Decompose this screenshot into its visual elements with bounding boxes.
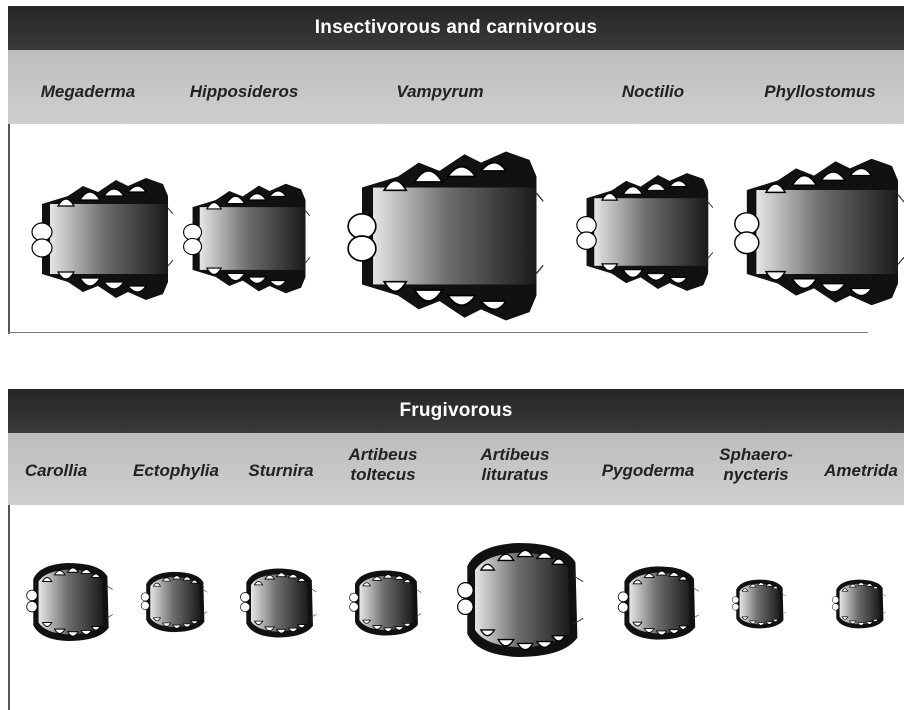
genus-label-hipposideros: Hipposideros <box>190 82 299 102</box>
palate-sphaeronycteris <box>728 561 788 647</box>
palate-noctilio <box>573 162 713 302</box>
palate-megaderma <box>28 174 173 304</box>
palate-sturnira <box>234 565 320 641</box>
palate-pygoderma <box>612 555 702 651</box>
genus-label-carollia: Carollia <box>25 461 87 481</box>
genus-label-phyllostomus: Phyllostomus <box>764 82 875 102</box>
palate-artibeus-lituratus <box>448 517 588 683</box>
genus-label-artibeus-toltecus: Artibeus toltecus <box>338 445 428 485</box>
genus-label-megaderma: Megaderma <box>41 82 135 102</box>
genus-label-sphaeronycteris: Sphaero- nycteris <box>711 445 801 485</box>
palate-ametrida <box>828 561 888 647</box>
palate-hipposideros <box>180 176 310 301</box>
palate-ectophylia <box>136 565 210 639</box>
palate-phyllostomus <box>730 152 904 312</box>
insectivorous-carnivorous-panel: Insectivorous and carnivorous Megaderma … <box>8 6 904 334</box>
palate-artibeus-toltecus <box>344 557 424 649</box>
panel-title: Insectivorous and carnivorous <box>8 6 904 50</box>
palate-vampyrum <box>318 146 568 326</box>
genus-label-vampyrum: Vampyrum <box>396 82 483 102</box>
genus-label-bar: Carollia Ectophylia Sturnira Artibeus to… <box>8 433 904 505</box>
genus-label-ectophylia: Ectophylia <box>133 461 219 481</box>
genus-label-bar: Megaderma Hipposideros Vampyrum Noctilio… <box>8 50 904 124</box>
genus-label-ametrida: Ametrida <box>824 461 898 481</box>
genus-label-pygoderma: Pygoderma <box>602 461 695 481</box>
palate-carollia <box>20 559 116 645</box>
panel-title: Frugivorous <box>8 389 904 433</box>
skull-row <box>8 124 904 334</box>
skull-row <box>8 505 904 710</box>
genus-label-noctilio: Noctilio <box>622 82 684 102</box>
genus-label-artibeus-lituratus: Artibeus lituratus <box>470 445 560 485</box>
genus-label-sturnira: Sturnira <box>248 461 313 481</box>
panel-bottom-rule <box>8 332 868 333</box>
frugivorous-panel: Frugivorous Carollia Ectophylia Sturnira… <box>8 389 904 710</box>
